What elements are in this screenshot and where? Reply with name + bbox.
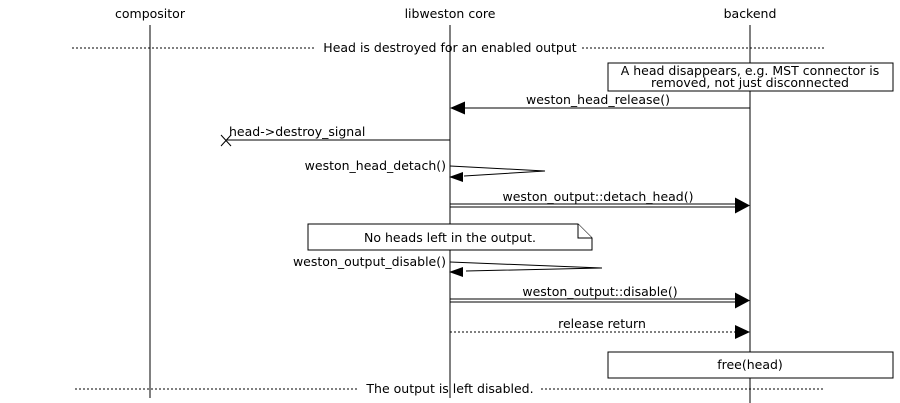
participant-label-compositor: compositor	[115, 6, 186, 21]
lost-message-x-stroke-2	[220, 134, 232, 147]
message-label-release-return: release return	[558, 316, 646, 331]
box-free-head	[607, 351, 894, 379]
note-head-disappears-line2: removed, not just disconnected	[651, 75, 849, 90]
note-head-disappears-line1: A head disappears, e.g. MST connector is	[621, 63, 880, 78]
note-head-disappears-box	[607, 62, 894, 92]
message-label-head-detach: weston_head_detach()	[305, 158, 446, 173]
self-call-loop-head-detach	[449, 165, 546, 177]
message-label-destroy-signal: head->destroy_signal	[229, 124, 365, 139]
arrowhead-disable	[735, 292, 750, 309]
arrowhead-head-detach	[449, 172, 463, 182]
participant-label-backend: backend	[724, 6, 777, 21]
message-label-disable: weston_output::disable()	[522, 284, 677, 299]
message-label-output-disable: weston_output_disable()	[293, 254, 446, 269]
note-no-heads-box	[307, 223, 593, 251]
arrowhead-output-disable	[449, 267, 463, 277]
arrowhead-release-return	[735, 325, 750, 339]
top-divider-label: Head is destroyed for an enabled output	[323, 40, 576, 55]
message-label-head-release: weston_head_release()	[526, 92, 670, 107]
participant-label-libweston-core: libweston core	[405, 6, 496, 21]
box-free-head-label: free(head)	[717, 357, 783, 372]
note-no-heads-label: No heads left in the output.	[364, 230, 536, 245]
self-call-loop-output-disable	[449, 261, 603, 272]
message-label-detach-head: weston_output::detach_head()	[503, 189, 694, 204]
note-no-heads-fold	[577, 224, 592, 239]
bottom-divider-label: The output is left disabled.	[365, 381, 533, 396]
arrowhead-head-release	[450, 101, 465, 115]
arrowhead-detach-head	[735, 197, 750, 214]
